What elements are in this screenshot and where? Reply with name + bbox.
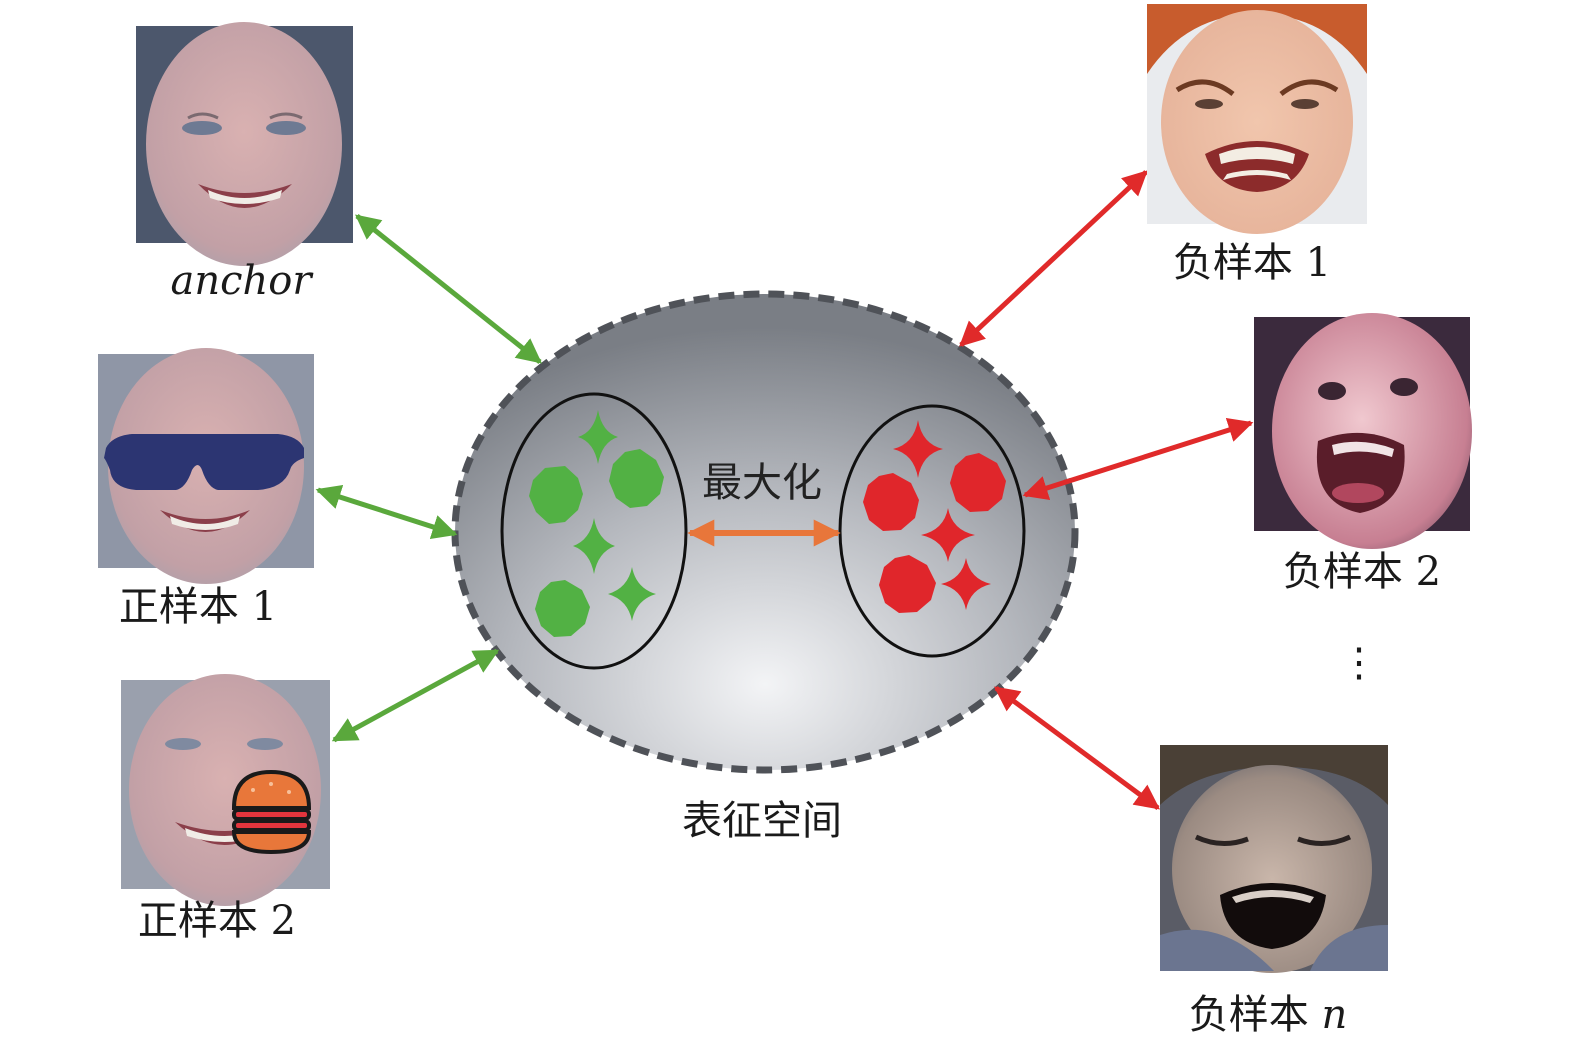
maximize-label: 最大化 (702, 460, 822, 506)
red-octagon (879, 555, 936, 613)
red-octagon (950, 453, 1006, 512)
anchor-label: anchor (171, 258, 315, 304)
red-star (941, 558, 991, 610)
negative-1-arrow (959, 170, 1148, 347)
negative-2-face (1254, 313, 1472, 549)
negative-n-face (1160, 745, 1388, 973)
red-octagon (863, 473, 919, 531)
negative-n-label: 负样本 n (1189, 992, 1347, 1038)
positive-2-face (121, 674, 330, 906)
ellipsis: ⋮ (1339, 640, 1379, 686)
negative-2-arrow (1022, 417, 1254, 501)
negative-2-label: 负样本 2 (1283, 549, 1441, 595)
negative-1-face (1147, 4, 1367, 234)
negative-n-arrow (993, 685, 1161, 811)
positive-cluster-boundary (500, 392, 688, 670)
representation-space: 最大化 (451, 290, 1079, 774)
positive-cluster (500, 392, 688, 670)
red-star (893, 420, 943, 478)
positive-2-label: 正样本 2 (138, 898, 296, 944)
representation-space-label: 表征空间 (682, 798, 842, 844)
green-star (608, 567, 656, 621)
green-octagon (535, 580, 590, 637)
positive-1-face (98, 348, 314, 584)
green-octagon (529, 466, 583, 524)
anchor-arrow (355, 214, 542, 364)
green-octagon (609, 449, 664, 508)
positive-1-label: 正样本 1 (119, 584, 277, 630)
negative-1-label: 负样本 1 (1173, 240, 1331, 286)
negative-n-variable: n (1321, 992, 1347, 1038)
negative-arrows (959, 170, 1254, 811)
anchor-face (136, 22, 353, 266)
negative-n-prefix: 负样本 (1189, 992, 1322, 1038)
positive-2-arrow (331, 648, 500, 743)
green-star (578, 410, 618, 464)
burger-icon (231, 769, 312, 855)
red-star (921, 508, 975, 562)
green-star (573, 518, 615, 574)
positive-1-arrow (315, 484, 458, 540)
positive-arrows (315, 214, 542, 743)
sunglasses-icon (104, 434, 304, 490)
